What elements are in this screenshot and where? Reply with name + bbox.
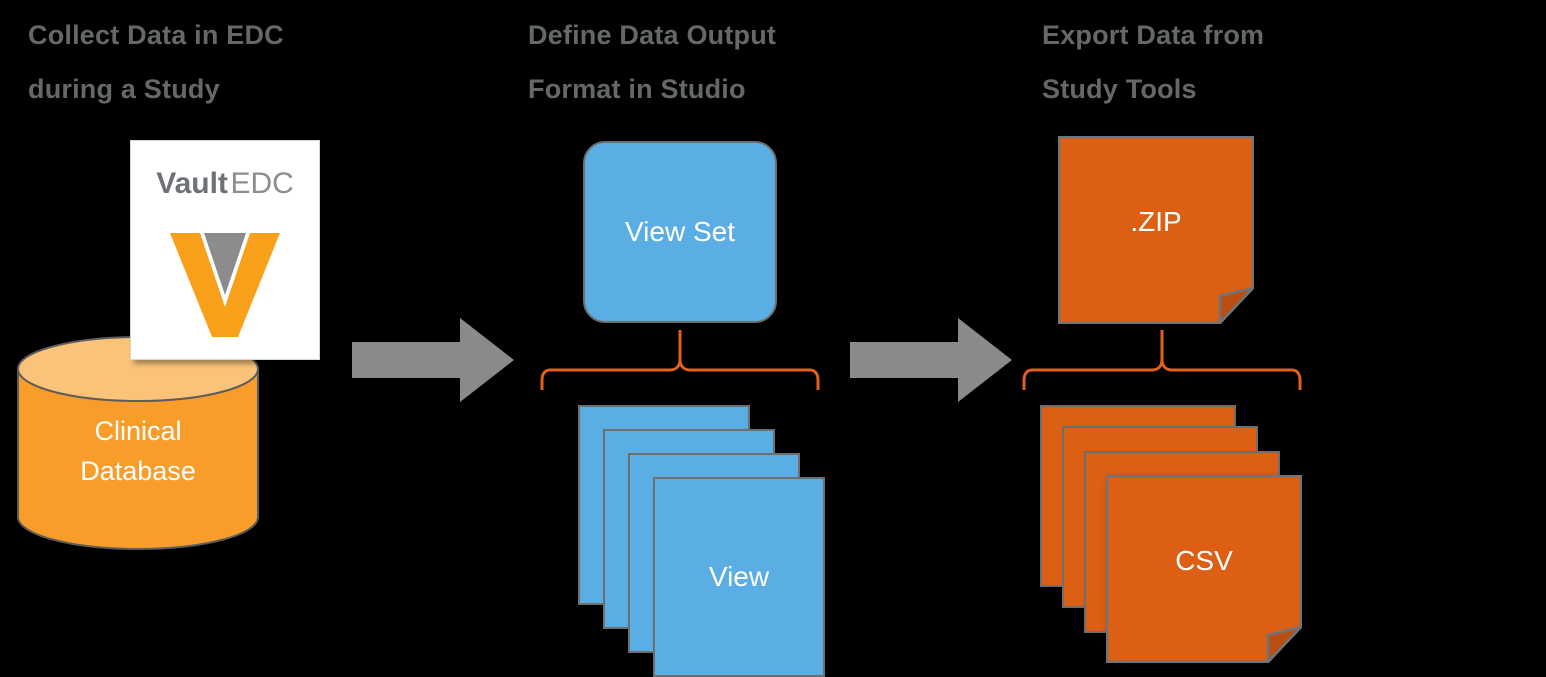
view-set-label: View Set [625,216,735,247]
veeva-v-logo-icon [166,229,284,346]
clinical-database-label: Clinical Database [80,416,196,486]
csv-stack: CSV [1040,405,1320,670]
csv-card-front: CSV [1105,474,1305,666]
arrow-collect-to-define-icon [352,318,514,407]
step-heading-export: Export Data from Study Tools [1042,20,1265,104]
brace-view-set-to-views-icon [540,330,820,397]
step-heading-define: Define Data Output Format in Studio [528,20,777,104]
zip-file-node: .ZIP [1057,135,1257,327]
edc-wordmark-light: EDC [230,167,294,200]
vault-wordmark-bold: Vault [156,167,228,200]
view-card-front: View [653,477,825,677]
brace-zip-to-csvs-icon [1022,330,1302,397]
arrow-define-to-export-icon [850,318,1012,407]
view-label: View [708,561,770,592]
vault-edc-wordmark: Vault EDC [131,167,319,201]
clinical-database-cylinder: Clinical Database [16,335,260,551]
view-set-node: View Set [583,141,777,323]
vault-edc-logo-card: Vault EDC [130,140,320,360]
view-stack: View [578,405,828,677]
step-heading-collect: Collect Data in EDC during a Study [28,20,284,104]
